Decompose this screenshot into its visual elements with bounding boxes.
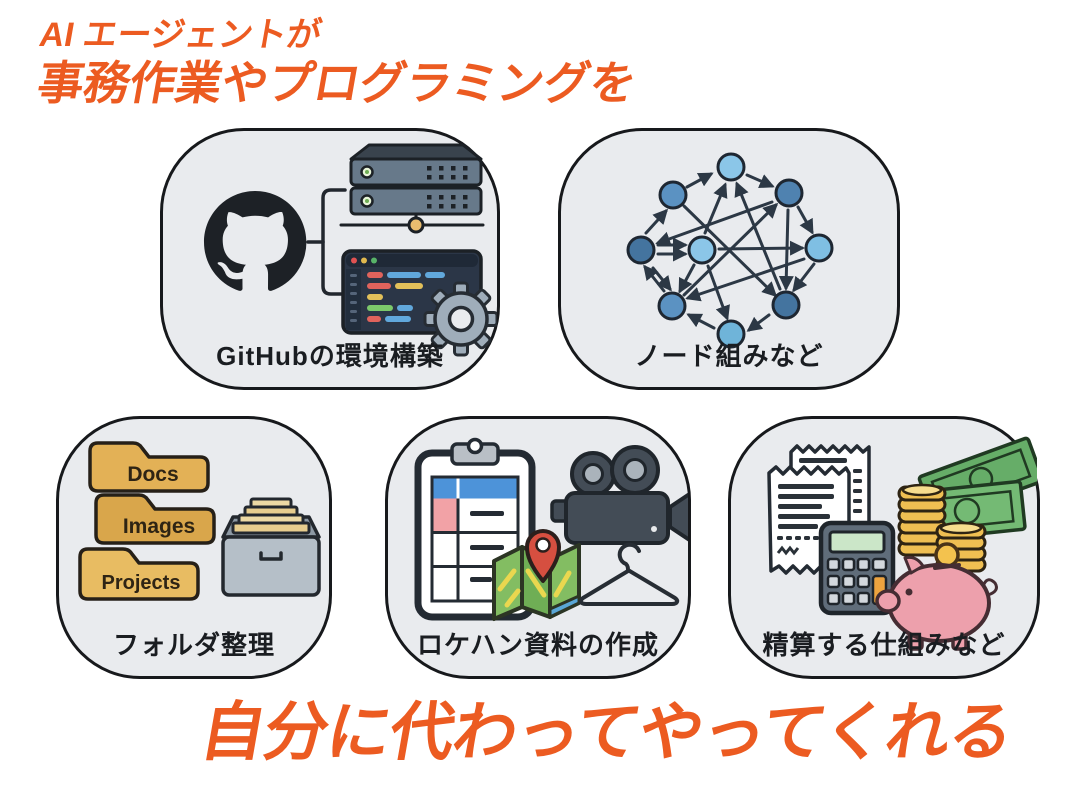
headline-line1: AI エージェントが xyxy=(36,16,325,54)
connector-bracket xyxy=(306,188,347,296)
map-icon xyxy=(492,543,581,621)
card-nodes: ノード組みなど xyxy=(558,128,900,390)
card-folders: Docs Images Projects フォルダ整理 xyxy=(56,416,332,679)
location-illustration xyxy=(414,437,688,621)
headline-line2: 事務作業やプログラミングを xyxy=(33,57,641,109)
location-pin-icon xyxy=(525,529,561,583)
folder-projects-icon: Projects xyxy=(78,547,200,601)
network-edges xyxy=(643,172,816,332)
card-label-folders: フォルダ整理 xyxy=(112,630,275,660)
gear-icon xyxy=(423,281,497,357)
coin-stacks-icon xyxy=(897,483,987,573)
card-label-github: GitHubの環境構築 xyxy=(216,341,444,371)
settlement-illustration xyxy=(767,436,1037,651)
card-github: GitHubの環境構築 xyxy=(160,128,500,390)
node-network-icon xyxy=(626,152,834,349)
piggy-bank-icon xyxy=(875,542,998,651)
card-settlement: 精算する仕組みなど xyxy=(728,416,1040,679)
folder-name-docs: Docs xyxy=(127,463,178,486)
network-nodes xyxy=(626,152,834,349)
folder-images-icon: Images xyxy=(94,493,216,545)
video-camera-icon xyxy=(550,445,688,545)
folder-docs-icon: Docs xyxy=(88,441,210,493)
github-illustration xyxy=(204,143,497,357)
github-octocat-icon xyxy=(204,191,307,291)
headline-footer: 自分に代わってやってくれる xyxy=(195,696,1019,768)
card-label-location: ロケハン資料の作成 xyxy=(417,630,659,660)
card-drawer-icon xyxy=(221,497,321,597)
calculator-icon xyxy=(818,520,896,616)
hanger-icon xyxy=(578,542,680,606)
card-label-nodes: ノード組みなど xyxy=(634,341,824,371)
card-label-settlement: 精算する仕組みなど xyxy=(762,630,1006,660)
folders-illustration: Docs Images Projects xyxy=(78,441,321,601)
card-location: ロケハン資料の作成 xyxy=(385,416,691,679)
server-stack-icon xyxy=(339,143,485,234)
folder-name-images: Images xyxy=(123,515,195,538)
folder-name-projects: Projects xyxy=(102,572,181,594)
